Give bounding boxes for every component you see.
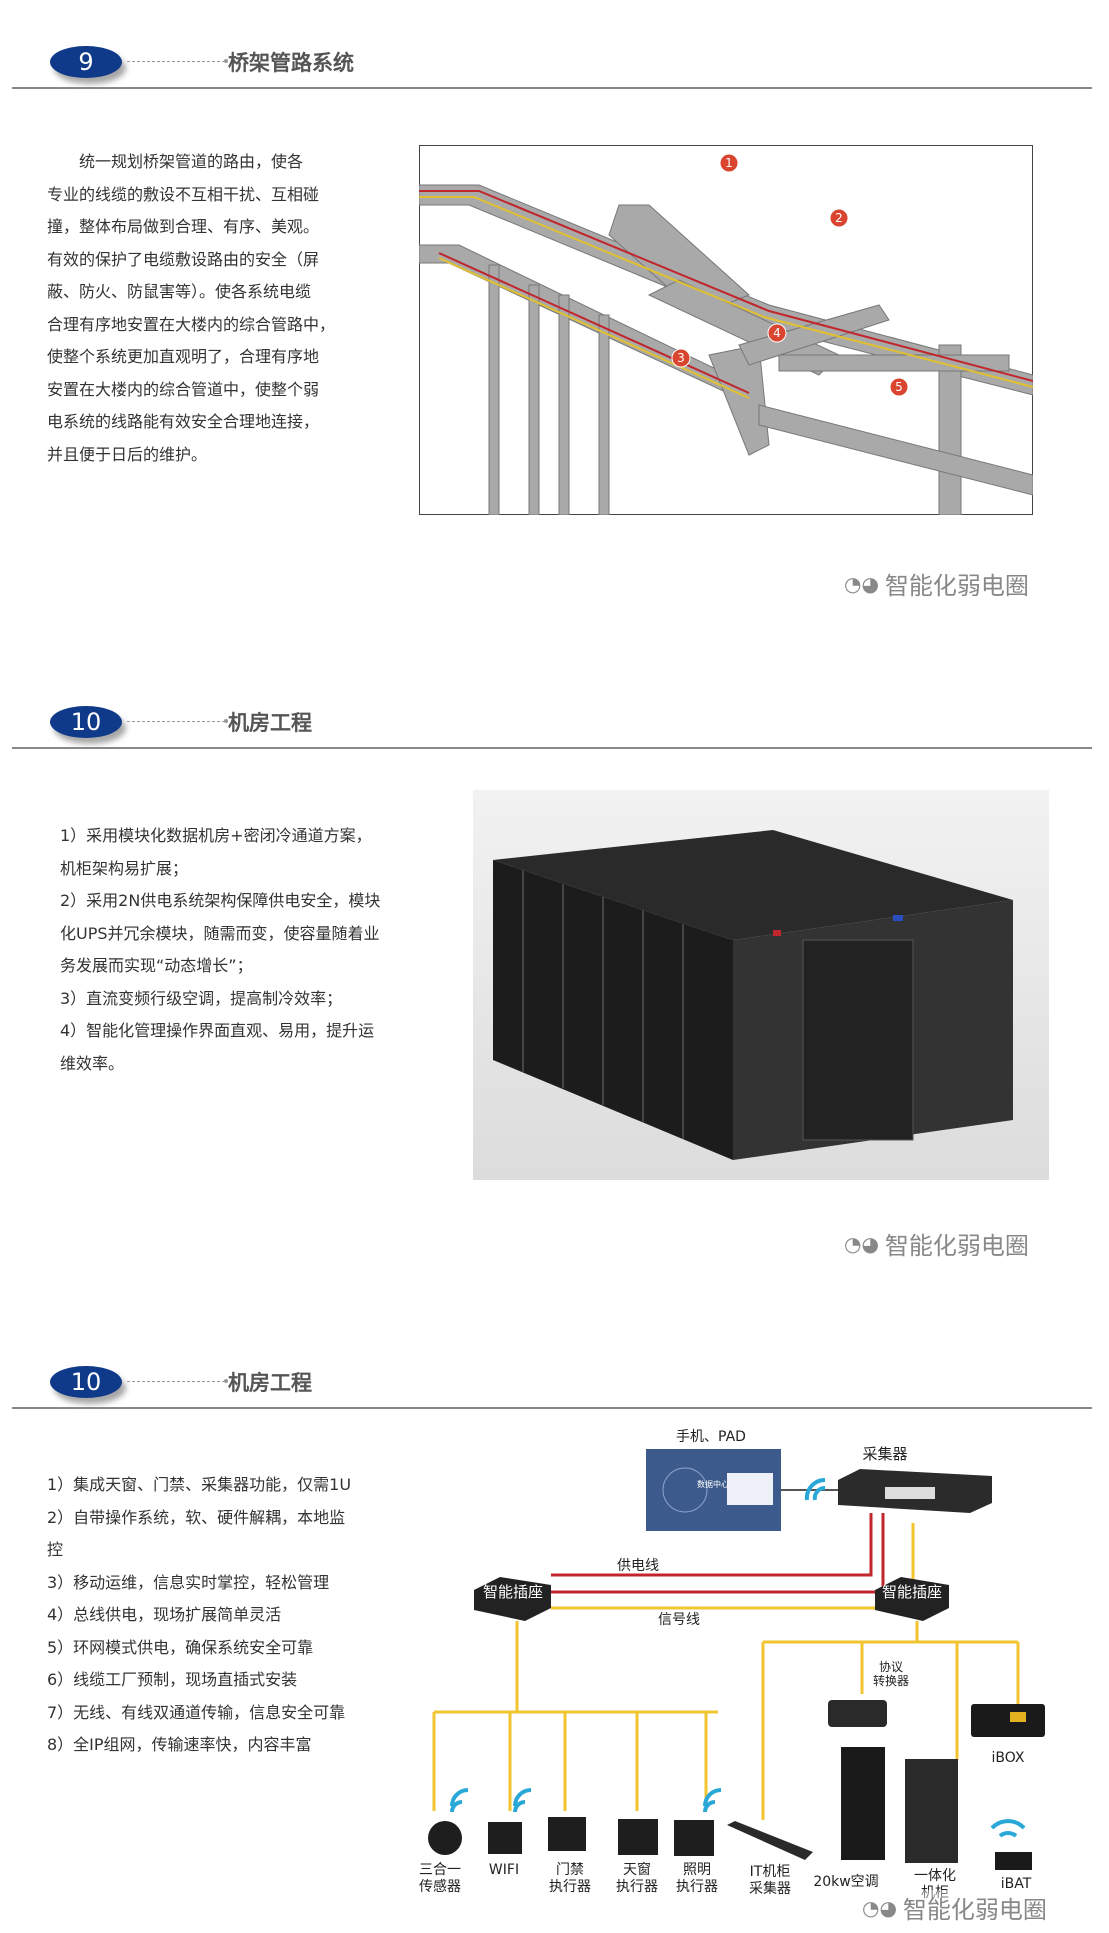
callout-marker <box>767 323 787 343</box>
text-line: 安置在大楼内的综合管道中，使整个弱 <box>47 379 320 399</box>
signal-line-label: 信号线 <box>658 1612 700 1628</box>
ibat-label: iBAT <box>1000 1876 1032 1892</box>
device-label: 一体化机柜 <box>914 1868 956 1902</box>
device-label: 门禁执行器 <box>549 1862 591 1896</box>
device-label-line: 执行器 <box>616 1879 658 1895</box>
callout-marker <box>719 153 739 173</box>
device-label-line: 天窗 <box>623 1862 651 1878</box>
text-line: 7）无线、有线双通道传输，信息安全可靠 <box>47 1702 346 1722</box>
callout-number: 5 <box>895 380 903 394</box>
section-description: 1）采用模块化数据机房+密闭冷通道方案， 机柜架构易扩展； 2）采用2N供电系统架构… <box>60 820 380 1080</box>
wechat-icon: ◔◕ <box>862 1895 897 1920</box>
text-line: 5）环网模式供电，确保系统安全可靠 <box>47 1637 314 1657</box>
cable-tray-illustration: 1 2 3 4 5 <box>419 145 1033 515</box>
text-line: 蔽、防火、防鼠害等）。使各系统电缆 <box>47 282 312 301</box>
text-line: 2）自带操作系统，软、硬件解耦，本地监 <box>47 1507 346 1527</box>
watermark: ◔◕智能化弱电圈 <box>862 1890 1047 1925</box>
text-line: 使整个系统更加直观明了，合理有序地 <box>47 347 320 366</box>
callout-number: 3 <box>677 351 685 365</box>
callout-number: 1 <box>725 156 733 170</box>
section-description: 统一规划桥架管道的路由，使各专业的线缆的敷设不互相干扰、互相碰撞，整体布局做到合… <box>47 146 335 471</box>
callout-marker <box>671 348 691 368</box>
device-label-line: 三合一 <box>419 1862 461 1878</box>
power-line-label: 供电线 <box>617 1558 659 1574</box>
section-number-badge: 10 <box>50 706 122 738</box>
text-line: 1）集成天窗、门禁、采集器功能，仅需1U <box>47 1475 352 1494</box>
collector-device <box>838 1469 992 1513</box>
device-label-line: 20kw空调 <box>813 1874 879 1890</box>
device-label: IT机柜采集器 <box>749 1864 791 1898</box>
device-label-line: 执行器 <box>676 1879 718 1895</box>
text-line: 8）全IP组网，传输速率快，内容丰富 <box>47 1735 312 1754</box>
section-number-badge: 10 <box>50 1366 122 1398</box>
device-label-line: 采集器 <box>749 1881 791 1897</box>
watermark: ◔◕智能化弱电圈 <box>844 571 1029 601</box>
divider <box>12 87 1092 89</box>
watermark: ◔◕智能化弱电圈 <box>844 1231 1029 1261</box>
device-label-line: 机柜 <box>921 1885 949 1901</box>
text-line: 并且便于日后的维护。 <box>47 444 208 464</box>
section-title: 桥架管路系统 <box>228 51 354 75</box>
smart-socket-left-label: 智能插座 <box>482 1583 544 1601</box>
collector-label: 采集器 <box>862 1445 908 1463</box>
callout-number: 4 <box>773 326 781 340</box>
section-description: 1）集成天窗、门禁、采集器功能，仅需1U 2）自带操作系统，软、硬件解耦，本地监控… <box>47 1469 351 1762</box>
callout-number: 2 <box>835 211 843 225</box>
device-label-line: 执行器 <box>549 1879 591 1895</box>
device-label: 三合一传感器 <box>419 1862 461 1896</box>
text-line: 化UPS并冗余模块，随需而变，使容量随着业 <box>60 923 380 943</box>
text-line: 撞，整体布局做到合理、有序、美观。 <box>47 217 320 236</box>
wechat-icon: ◔◕ <box>844 571 879 596</box>
device-label: 照明执行器 <box>676 1862 718 1896</box>
text-line: 维效率。 <box>60 1053 125 1073</box>
callout-marker <box>889 377 909 397</box>
device-label-line: 照明 <box>683 1862 711 1878</box>
text-line: 3）移动运维，信息实时掌控，轻松管理 <box>47 1572 330 1592</box>
divider <box>12 747 1092 749</box>
text-line: 专业的线缆的敷设不互相干扰、互相碰 <box>47 184 320 204</box>
wechat-icon: ◔◕ <box>844 1231 879 1256</box>
text-line: 4）智能化管理操作界面直观、易用，提升运 <box>60 1021 375 1040</box>
section-title: 机房工程 <box>228 1371 312 1395</box>
phone-pad-label: 手机、PAD <box>676 1429 746 1445</box>
text-line: 4）总线供电，现场扩展简单灵活 <box>47 1605 282 1624</box>
text-line: 6）线缆工厂预制，现场直插式安装 <box>47 1670 298 1689</box>
text-line: 控 <box>47 1540 64 1559</box>
signal-wires <box>432 1523 1020 1820</box>
text-line: 2）采用2N供电系统架构保障供电安全，模块 <box>60 891 381 910</box>
smart-socket-right-label: 智能插座 <box>881 1583 943 1601</box>
device-label: 天窗执行器 <box>616 1862 658 1896</box>
wifi-icon <box>450 1477 1026 1838</box>
power-wires <box>551 1513 885 1594</box>
device-label-line: 门禁 <box>556 1862 584 1878</box>
text-line: 1）采用模块化数据机房+密闭冷通道方案， <box>60 826 372 845</box>
dotted-connector <box>127 719 228 723</box>
text-line: 统一规划桥架管道的路由，使各 <box>79 152 304 171</box>
section-number-badge: 9 <box>50 46 122 78</box>
screen-title: 数据中心 <box>697 1480 729 1489</box>
section-title: 机房工程 <box>228 711 312 735</box>
callout-marker <box>829 208 849 228</box>
text-line: 3）直流变频行级空调，提高制冷效率； <box>60 988 343 1008</box>
divider <box>12 1407 1092 1409</box>
text-line: 有效的保护了电缆敷设路由的安全（屏 <box>47 249 320 269</box>
text-line: 电系统的线路能有效安全合理地连接， <box>47 412 320 431</box>
dotted-connector <box>127 59 228 63</box>
device-label-line: WIFI <box>488 1862 520 1878</box>
device-label-line: 传感器 <box>419 1879 461 1895</box>
text-line: 合理有序地安置在大楼内的综合管路中， <box>47 314 336 334</box>
modular-datacenter-image <box>473 790 1049 1180</box>
protocol-converter-label: 协议转换器 <box>872 1660 910 1688</box>
text-line: 务发展而实现“动态增长”； <box>60 956 253 975</box>
device-label: 20kw空调 <box>813 1874 878 1891</box>
text-line: 机柜架构易扩展； <box>60 858 189 878</box>
device-label-line: 一体化 <box>914 1868 956 1884</box>
device-label: WIFI <box>489 1862 519 1879</box>
ibox-label: iBOX <box>991 1750 1025 1766</box>
dotted-connector <box>127 1379 228 1383</box>
device-label-line: IT机柜 <box>749 1864 791 1880</box>
